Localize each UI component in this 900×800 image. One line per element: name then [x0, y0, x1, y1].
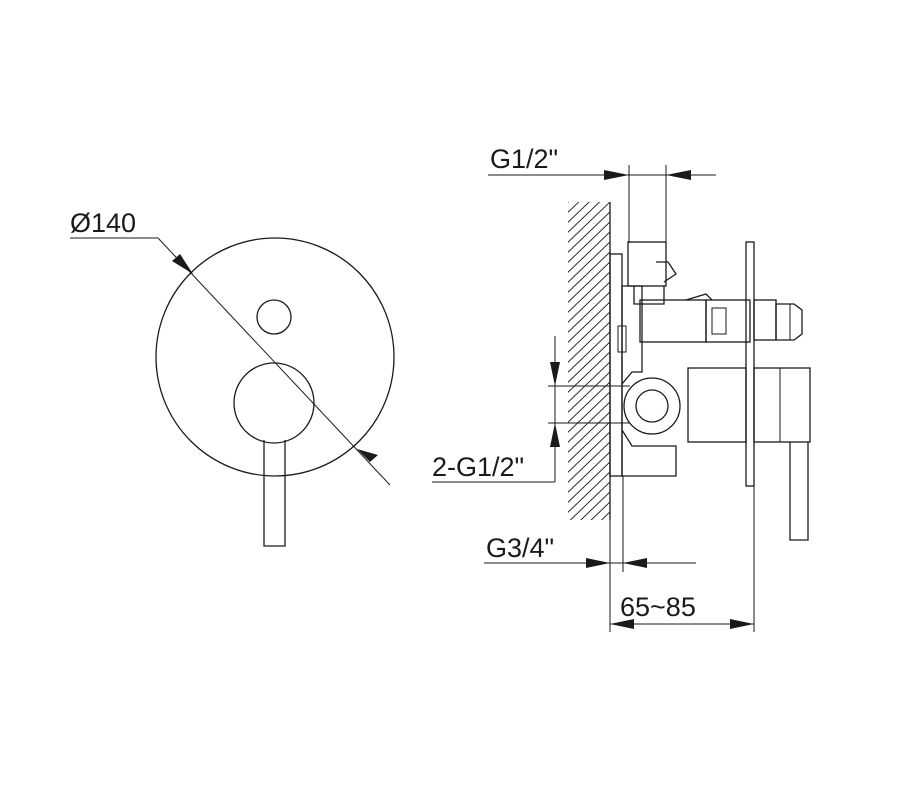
wall-hatch-line	[568, 301, 610, 343]
wall-hatch-line	[568, 202, 610, 243]
side-view: G1/2" 2-G1/2" G3/4" 65~85	[432, 144, 811, 632]
wall-hatch-line	[600, 511, 610, 520]
diverter-nut	[711, 307, 727, 335]
wall-hatch-line	[568, 471, 610, 513]
wall-hatching	[560, 202, 612, 600]
wall-hatch-line	[568, 441, 610, 483]
lever-handle	[263, 440, 286, 547]
wall-hatch-line	[568, 421, 610, 463]
wall-hatch-line	[568, 321, 610, 363]
diameter-arrow-start	[172, 254, 193, 274]
diameter-label: Ø140	[70, 208, 136, 238]
cartridge-core	[635, 389, 669, 423]
diverter-bracket	[685, 293, 713, 301]
wall-hatch-line	[568, 391, 610, 433]
inlets-label: 2-G1/2"	[432, 452, 524, 482]
wall-hatch-line	[568, 411, 610, 453]
top-inlet-fitting	[627, 241, 667, 287]
depth-arrow-left	[610, 619, 634, 629]
top-inlet-bend	[656, 261, 677, 283]
wall-hatch-line	[568, 202, 590, 223]
handle-hub	[753, 367, 811, 443]
wall-hatch-line	[580, 491, 610, 520]
wall-hatch-line	[568, 351, 610, 393]
diverter-cartridge	[639, 299, 707, 343]
wall-hatch-line	[568, 202, 580, 213]
front-view: Ø140	[70, 208, 395, 547]
rear-mounting-plate	[609, 253, 623, 477]
handle-lever-side	[789, 442, 809, 541]
inlets-arrow-top	[550, 362, 560, 386]
depth-arrow-right	[730, 619, 754, 629]
wall-hatch-line	[568, 451, 610, 493]
cartridge-housing	[623, 377, 681, 435]
wall-hatch-line	[568, 311, 610, 353]
wall-hatch-line	[560, 550, 612, 600]
outlet-label: G3/4"	[486, 533, 554, 563]
wall-hatch-line	[568, 202, 601, 233]
wall-hatch-line	[568, 361, 610, 403]
depth-label: 65~85	[620, 592, 696, 622]
outlet-arrow-left	[586, 558, 610, 568]
diameter-arrow-end	[357, 449, 378, 462]
side-plug	[617, 325, 627, 353]
wall-hatch-line	[568, 231, 610, 273]
wall-hatch-line	[568, 461, 610, 503]
outlet-arrow-right	[623, 558, 647, 568]
wall-hatch-line	[568, 261, 610, 303]
diverter-knob	[256, 299, 292, 335]
wall-hatch-line	[568, 371, 610, 413]
diverter-stem-housing	[705, 299, 751, 343]
valve-body	[621, 285, 677, 477]
wall-hatch-line	[560, 530, 612, 580]
wall-hatch-line	[569, 481, 610, 520]
diverter-knob-cap	[775, 303, 803, 341]
wall-hatch-line	[568, 341, 610, 383]
wall-hatch-line	[568, 221, 610, 263]
wall-hatch-line	[568, 401, 610, 443]
wall-hatch-line	[568, 241, 610, 283]
cover-plate-outline	[155, 237, 395, 477]
wall-hatch-line	[568, 271, 610, 313]
cartridge-sleeve	[687, 367, 747, 443]
wall-hatch-line	[568, 202, 569, 203]
wall-hatch-line	[568, 281, 610, 323]
wall-hatch-line	[568, 251, 610, 293]
diameter-leader-line	[157, 237, 391, 486]
wall-hatch-line	[568, 431, 610, 473]
inlets-arrow-bottom	[550, 423, 560, 447]
top-inlet-label: G1/2"	[490, 144, 558, 174]
wall-hatch-line	[568, 291, 610, 333]
front-cover-plate	[745, 241, 755, 487]
wall-hatch-line	[590, 501, 610, 520]
wall-hatch-line	[568, 331, 610, 373]
handle-base	[233, 362, 315, 444]
top-inlet-arrow-left	[604, 170, 629, 180]
wall-hatch-line	[568, 381, 610, 423]
top-inlet-neck	[633, 286, 665, 305]
top-inlet-arrow-right	[666, 170, 691, 180]
wall-hatch-line	[568, 211, 610, 253]
diverter-knob-side	[753, 299, 777, 341]
